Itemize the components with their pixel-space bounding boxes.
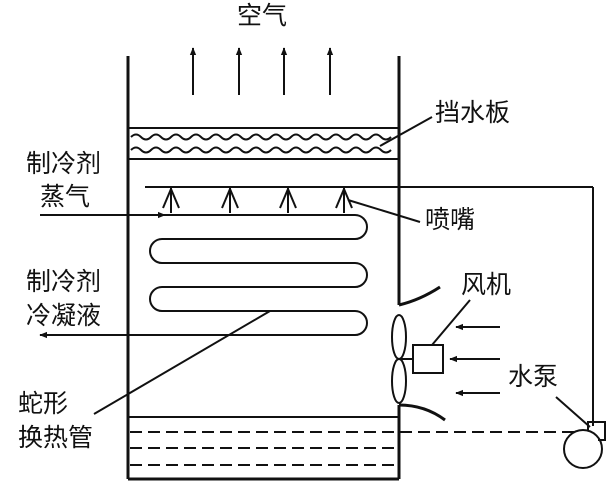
- pump-casing: [563, 429, 603, 469]
- fan-blade-upper: [391, 314, 407, 360]
- water-basin: [128, 416, 580, 466]
- air-inlet-hood-upper: [398, 285, 441, 307]
- nozzle: [162, 187, 180, 213]
- fan: [391, 314, 444, 404]
- nozzle-label: 喷嘴: [425, 205, 475, 234]
- fan-label: 风机: [461, 270, 511, 299]
- fan-leader: [431, 299, 471, 346]
- refrigerant-liquid-label-2: 冷凝液: [26, 301, 101, 330]
- spray-header: [145, 186, 594, 426]
- baffle-wave-lower: [130, 146, 392, 154]
- air-outlet-arrows: [189, 47, 334, 95]
- air-label: 空气: [237, 1, 287, 30]
- water-pump: [563, 421, 606, 469]
- refrigerant-vapor-label-1: 制冷剂: [26, 149, 101, 178]
- nozzle: [279, 187, 297, 213]
- fan-blade-lower: [391, 358, 407, 404]
- baffle-label: 挡水板: [435, 98, 510, 127]
- fan-motor: [412, 344, 444, 374]
- pump-label: 水泵: [508, 362, 558, 391]
- refrigerant-liquid-label-1: 制冷剂: [26, 267, 101, 296]
- tower-casing: [126, 56, 401, 481]
- drift-eliminator: [127, 127, 400, 160]
- air-inlet-arrows: [449, 323, 500, 397]
- coil-label-2: 换热管: [18, 423, 93, 452]
- coil-leader: [93, 310, 271, 415]
- air-inlet-hood-lower: [398, 403, 446, 422]
- baffle-wave-upper: [130, 133, 392, 141]
- nozzle: [335, 187, 353, 213]
- nozzle-leader: [347, 199, 421, 223]
- nozzle: [221, 187, 239, 213]
- refrigerant-vapor-label-2: 蒸气: [40, 182, 90, 211]
- serpentine-coil: [149, 214, 368, 336]
- pump-leader: [555, 396, 591, 428]
- baffle-frame: [127, 127, 400, 160]
- coil-label-1: 蛇形: [18, 389, 68, 418]
- baffle-leader: [379, 116, 433, 147]
